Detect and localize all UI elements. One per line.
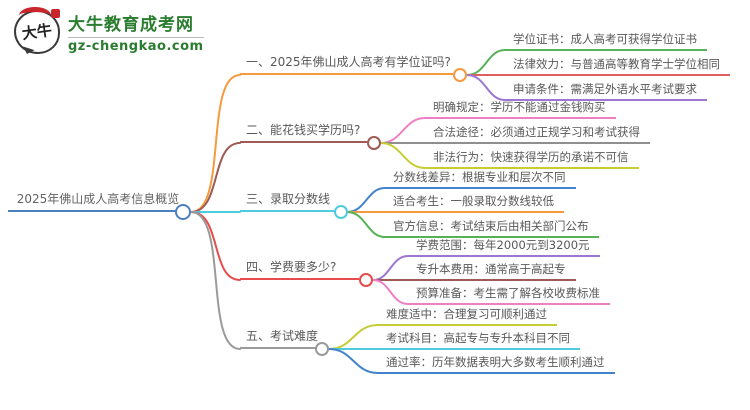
edge-b3-c3 — [346, 211, 386, 238]
branch-4-label: 四、学费要多少? — [240, 259, 359, 280]
site-url: gz-chengkao.com — [68, 39, 204, 54]
branch-3-label: 三、录取分数线 — [240, 191, 334, 212]
branch-4-handle — [359, 273, 373, 287]
leaf-4-3: 预算准备：考生需了解各校收费标准 — [408, 285, 610, 305]
logo-red-seal — [51, 9, 60, 18]
edge-root-branch2 — [190, 142, 241, 213]
edge-b2-c3 — [380, 142, 426, 169]
leaf-5-2: 考试科目：高起专与专升本科目不同 — [378, 330, 580, 350]
edge-root-branch1 — [190, 74, 241, 213]
root-node-handle — [175, 204, 191, 220]
leaf-4-2: 专升本费用：通常高于高起专 — [408, 261, 576, 281]
leaf-1-3: 申请条件：需满足外语水平考试要求 — [505, 81, 707, 101]
leaf-3-2: 适合考生：一般录取分数线较低 — [385, 193, 564, 213]
leaf-5-3: 通过率：历年数据表明大多数考生顺利通过 — [378, 354, 615, 374]
leaf-2-3: 非法行为：快速获得学历的承诺不可信 — [425, 149, 639, 169]
logo-red-arc — [19, 7, 51, 24]
leaf-5-1: 难度适中：合理复习可顺利通过 — [378, 306, 557, 326]
edge-b2-c1 — [380, 117, 426, 144]
leaf-3-3: 官方信息：考试结束后由相关部门公布 — [385, 218, 599, 238]
leaf-2-1: 明确规定：学历不能通过金钱购买 — [425, 99, 616, 119]
branch-5-handle — [315, 342, 329, 356]
edge-root-branch5 — [190, 211, 241, 350]
edge-b1-c1 — [466, 49, 506, 76]
site-name: 大牛教育成考网 — [68, 15, 194, 35]
logo-speech-bubble-icon: 大牛 — [14, 7, 60, 62]
branch-3-handle — [334, 205, 348, 219]
leaf-3-1: 分数线差异：根据专业和层次不同 — [385, 169, 576, 189]
edge-b4-c1 — [372, 255, 409, 281]
edge-b5-c3 — [328, 348, 379, 374]
edge-b1-c3 — [466, 74, 506, 101]
root-node: 2025年佛山成人高考信息概览 — [8, 191, 186, 212]
edge-b3-c1 — [346, 187, 386, 213]
leaf-1-1: 学位证书：成人高考可获得学位证书 — [505, 31, 707, 51]
branch-1-handle — [453, 68, 467, 82]
branch-5-label: 五、考试难度 — [240, 328, 325, 349]
branch-2-label: 二、能花钱买学历吗? — [240, 122, 367, 143]
branch-2-handle — [367, 136, 381, 150]
edge-b4-c3 — [372, 279, 409, 305]
site-logo: 大牛 大牛教育成考网 gz-chengkao.com — [14, 7, 204, 62]
leaf-1-2: 法律效力：与普通高等教育学士学位相同 — [505, 56, 730, 76]
leaf-2-2: 合法途径：必须通过正规学习和考试获得 — [425, 124, 650, 144]
leaf-4-1: 学费范围：每年2000元到3200元 — [408, 237, 600, 257]
branch-1-label: 一、2025年佛山成人高考有学位证吗? — [240, 54, 453, 75]
logo-divider — [68, 37, 204, 38]
edge-b5-c1 — [328, 324, 379, 350]
